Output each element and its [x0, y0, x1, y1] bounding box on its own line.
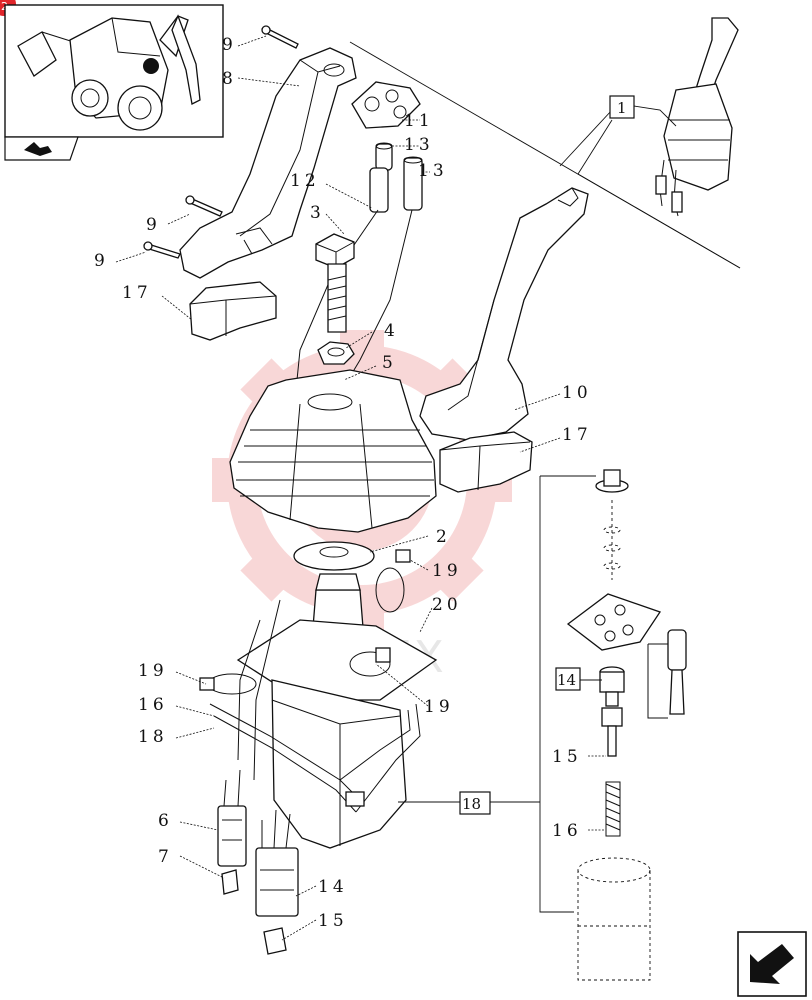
box-label-14 [555, 667, 581, 691]
part-7-terminal [221, 869, 239, 895]
callout-19: 19 [424, 697, 454, 717]
box-label-18 [459, 791, 491, 815]
plate-four-hole [566, 593, 662, 651]
callout-18: 18 [138, 727, 168, 747]
callout-15: 15 [318, 911, 348, 931]
callout-19: 19 [138, 661, 168, 681]
direction-arrow-icon [24, 142, 52, 156]
stud-top [595, 469, 629, 580]
callout-10: 10 [562, 383, 592, 403]
part-3-bolt [315, 233, 355, 333]
box-label-14-text: 14 [557, 671, 576, 689]
part-2-washer [293, 541, 375, 571]
thumbnail-panel [4, 4, 224, 161]
box-label-1-text: 1 [617, 99, 627, 117]
callout-20: 20 [432, 595, 462, 615]
callout-9: 9 [222, 35, 237, 55]
part-6-connector [217, 769, 247, 867]
callout-2: 2 [436, 527, 451, 547]
callout-12: 12 [290, 171, 320, 191]
callout-labels: 9 8 11 13 13 12 3 9 9 17 4 5 10 17 2 19 … [94, 35, 592, 931]
callout-19: 19 [432, 561, 462, 581]
callout-17: 17 [562, 425, 592, 445]
callout-11: 11 [404, 111, 434, 131]
callout-3: 3 [310, 203, 325, 223]
detail-panel-lines [349, 41, 741, 269]
plunger [599, 666, 625, 757]
part-19-cable-ties [199, 549, 411, 695]
part-11-plate [351, 81, 421, 129]
leader-lines [115, 35, 606, 941]
callout-9: 9 [94, 251, 109, 271]
spring [605, 781, 621, 837]
joystick-assembly-detail [655, 17, 739, 217]
box-label-18-text: 18 [462, 795, 481, 813]
callout-6: 6 [158, 811, 173, 831]
callout-7: 7 [158, 847, 173, 867]
callout-13: 13 [404, 135, 434, 155]
callout-13: 13 [418, 161, 448, 181]
part-16-18-harness [209, 703, 421, 813]
part-17-block-right [439, 431, 533, 493]
backhoe-loader-thumbnail [17, 14, 201, 131]
callout-16: 16 [552, 821, 582, 841]
next-page-arrow-icon[interactable] [737, 931, 807, 997]
part-17-block-left [189, 281, 277, 341]
callout-8: 8 [222, 69, 237, 89]
housing-dashed [577, 857, 651, 981]
part-15-terminal [263, 927, 287, 955]
callout-9: 9 [146, 215, 161, 235]
part-5-boot [229, 369, 437, 533]
callout-17: 17 [122, 283, 152, 303]
part-20-base-assembly [236, 573, 438, 849]
callout-16: 16 [138, 695, 168, 715]
callout-4: 4 [384, 321, 399, 341]
callout-15: 15 [552, 747, 582, 767]
guide-pin [647, 629, 687, 719]
callout-14: 14 [318, 877, 348, 897]
box-label-1 [609, 95, 635, 119]
part-10-grip [419, 187, 589, 441]
part-8-handle [179, 47, 357, 279]
part-4-nut [317, 341, 355, 365]
callout-5: 5 [382, 353, 397, 373]
spring-stack-detail [539, 469, 687, 981]
part-14-connector [255, 809, 299, 917]
part-9-screws [143, 25, 299, 259]
